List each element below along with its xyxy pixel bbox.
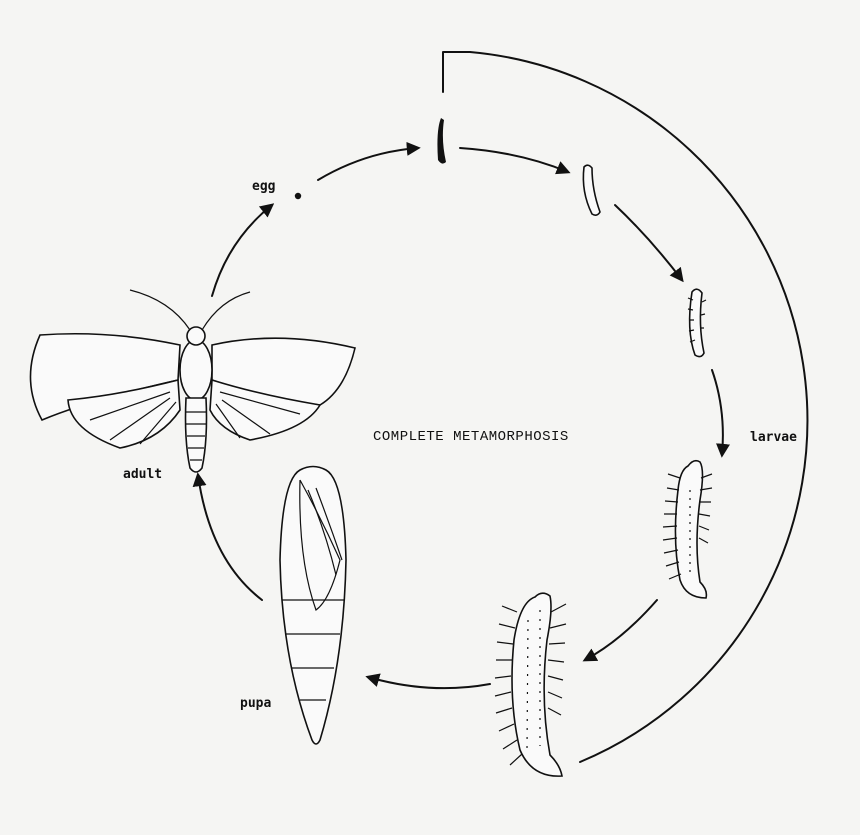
arrow-larva2-to-larva3	[615, 205, 682, 280]
larva-stage-3-illustration	[688, 289, 706, 356]
pupa-illustration	[280, 467, 346, 745]
arrow-larva3-to-larva4	[712, 370, 723, 455]
egg-illustration	[295, 193, 301, 199]
adult-label: adult	[123, 467, 162, 482]
larva-stage-1-illustration	[437, 118, 446, 164]
larval-stage-bracket	[443, 52, 807, 762]
arrow-larva5-to-pupa	[368, 677, 490, 688]
arrow-larva4-to-larva5	[585, 600, 657, 660]
egg-label: egg	[252, 179, 275, 194]
larvae-label: larvae	[750, 430, 797, 445]
diagram-title: COMPLETE METAMORPHOSIS	[373, 429, 569, 445]
adult-moth-illustration	[30, 290, 355, 472]
larva-stage-5-illustration	[495, 593, 566, 776]
arrow-adult-to-egg	[212, 205, 272, 296]
larva-stage-2-illustration	[583, 165, 600, 215]
arrow-pupa-to-adult	[198, 475, 262, 600]
larva-stage-4-illustration	[663, 461, 712, 598]
arrow-larva1-to-larva2	[460, 148, 568, 172]
arrow-egg-to-larva1	[318, 148, 418, 180]
pupa-label: pupa	[240, 696, 271, 711]
